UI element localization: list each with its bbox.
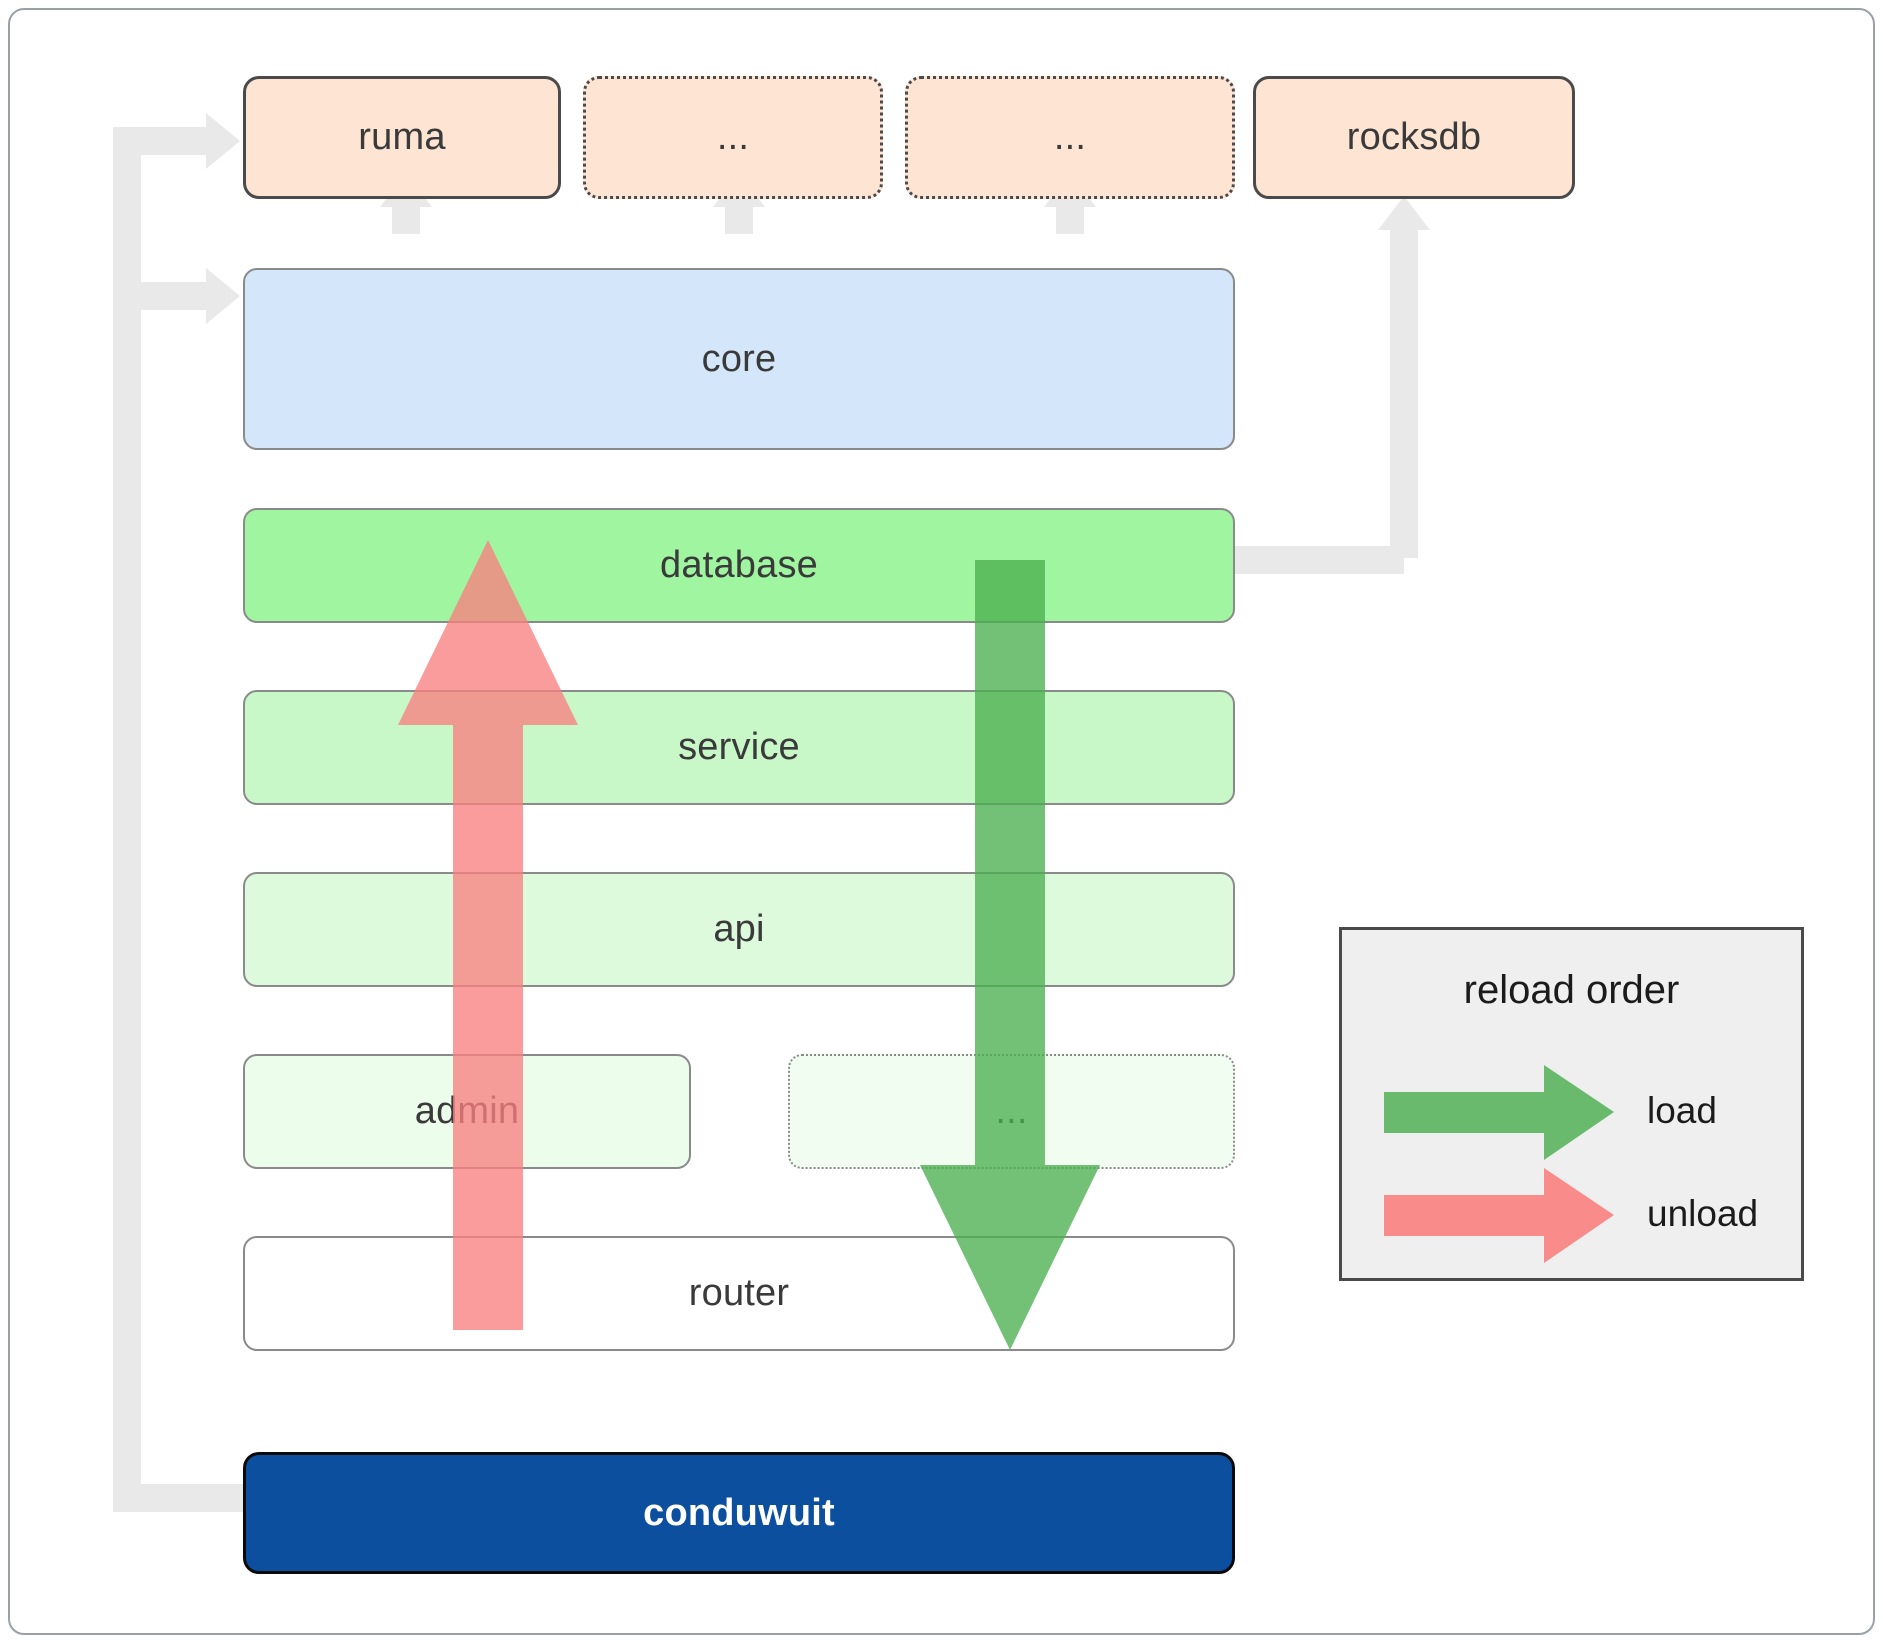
dependency-label: ... [716,116,750,158]
layer-box-api[interactable]: api [243,872,1235,987]
layer-label: database [660,544,818,586]
legend-panel: reload order load unload [1339,927,1804,1281]
connector-trunk-bottom [113,1484,243,1512]
layer-box-router[interactable]: router [243,1236,1235,1351]
layer-label: router [688,1272,790,1314]
legend-load-arrow-icon [1384,1065,1614,1160]
app-label: conduwuit [643,1491,835,1534]
layer-box-database[interactable]: database [243,508,1235,623]
layer-label: api [713,908,765,950]
legend-unload-arrow-icon [1384,1168,1614,1263]
connector-to-ruma-line [113,127,213,155]
legend-load-label: load [1647,1090,1717,1131]
connector-db-to-rocksdb-horizontal [1224,546,1404,574]
connector-db-to-rocksdb-vertical [1390,228,1418,558]
dependency-box-ellipsis-1[interactable]: ... [583,76,883,199]
app-box-conduwuit[interactable]: conduwuit [243,1452,1235,1574]
connector-to-ruma-arrow [206,113,240,169]
dependency-box-ellipsis-2[interactable]: ... [905,76,1235,199]
load-arrow [920,560,1100,1350]
core-label: core [701,337,777,380]
core-box[interactable]: core [243,268,1235,450]
legend-unload-label: unload [1647,1193,1759,1234]
dependency-label: ... [1053,116,1087,158]
dependency-box-ruma[interactable]: ruma [243,76,561,199]
dependency-label: rocksdb [1346,116,1482,158]
connector-to-core-arrow [206,268,240,324]
connector-trunk-vertical [113,127,141,1512]
unload-arrow [398,540,578,1330]
connector-to-core-line [113,282,213,310]
connector-db-to-rocksdb-arrow [1378,196,1430,230]
dependency-label: ruma [358,116,446,158]
legend-title: reload order [1463,968,1680,1012]
layer-label: service [678,726,800,768]
dependency-box-rocksdb[interactable]: rocksdb [1253,76,1575,199]
